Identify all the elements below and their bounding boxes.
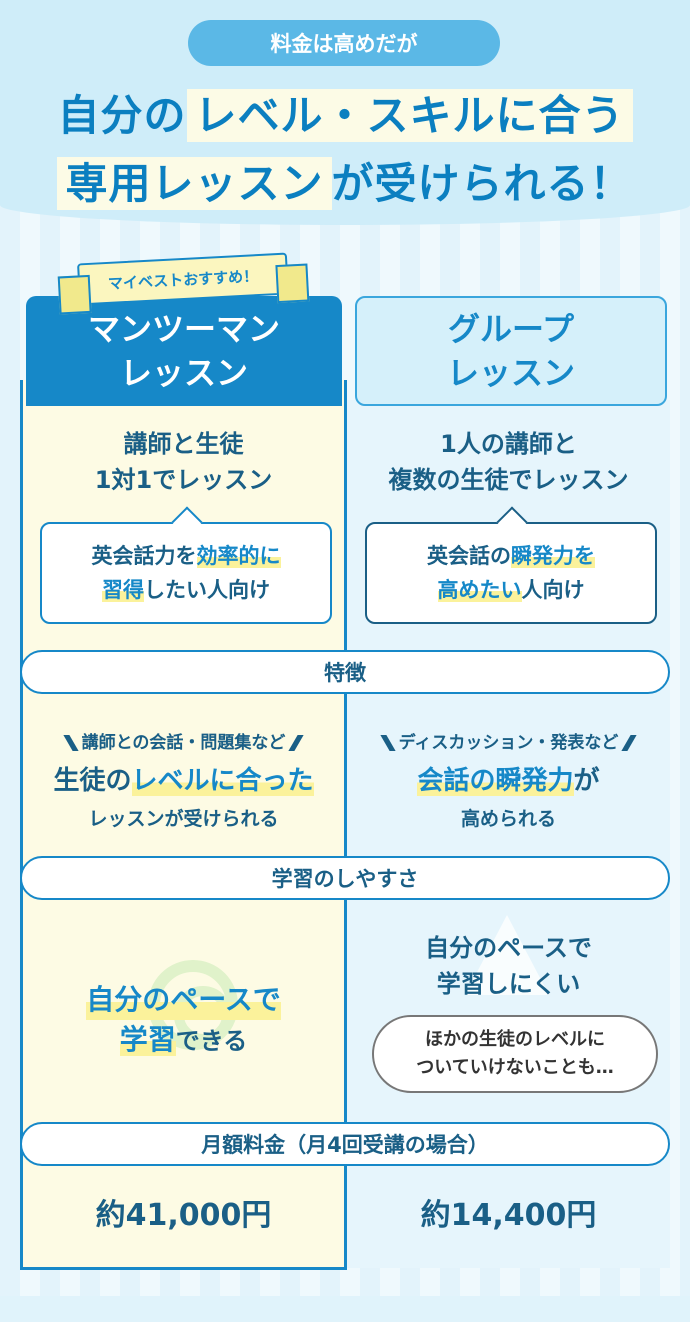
private-bubble-2b: したい人向け bbox=[144, 578, 270, 602]
private-target-bubble: 英会話力を効率的に 習得したい人向け bbox=[40, 522, 332, 624]
triangle-icon bbox=[465, 915, 549, 995]
column-header-group: グループ レッスン bbox=[355, 296, 667, 406]
headline-line1: 自分のレベル・スキルに合う bbox=[0, 82, 690, 143]
group-feature-sub: 高められる bbox=[460, 808, 556, 830]
private-bubble-1b: 効率的に bbox=[196, 544, 281, 568]
section-bar-ease: 学習のしやすさ bbox=[20, 856, 670, 900]
group-description: 1人の講師と 複数の生徒でレッスン bbox=[347, 426, 670, 498]
private-desc-1: 講師と生徒 bbox=[123, 430, 244, 458]
bottom-band bbox=[0, 1296, 690, 1322]
private-feature-big-b: レベルに合った bbox=[131, 766, 314, 796]
private-ease-line2b: できる bbox=[175, 1027, 248, 1055]
private-feature-main: 生徒のレベルに合った bbox=[20, 760, 347, 797]
section-bar-fee: 月額料金（月4回受講の場合） bbox=[20, 1122, 670, 1166]
group-title-2: レッスン bbox=[446, 354, 575, 392]
group-note-1: ほかの生徒のレベルに bbox=[425, 1029, 605, 1050]
group-desc-1: 1人の講師と bbox=[440, 430, 577, 458]
private-description: 講師と生徒 1対1でレッスン bbox=[20, 426, 347, 498]
private-desc-2: 1対1でレッスン bbox=[94, 466, 273, 494]
group-ease-line2: 学習しにくい bbox=[436, 970, 581, 998]
group-feature-big-a: 会話の瞬発力 bbox=[417, 766, 574, 796]
headline-line2-a: 専用レッスン bbox=[57, 157, 332, 210]
group-bubble-1a: 英会話の bbox=[427, 544, 511, 568]
private-title-1: マンツーマン bbox=[87, 310, 280, 348]
column-header-private: マンツーマン レッスン bbox=[26, 296, 342, 406]
group-note-2: ついていけないことも… bbox=[416, 1057, 614, 1078]
group-bubble-1b: 瞬発力を bbox=[511, 544, 595, 568]
group-ease-text: 自分のペースで 学習しにくい bbox=[347, 930, 670, 1002]
group-ease-line1: 自分のペースで bbox=[425, 934, 592, 962]
private-price: 約41,000円 bbox=[95, 1198, 272, 1233]
private-bubble-2a: 習得 bbox=[102, 578, 144, 602]
private-feature-small: 講師との会話・問題集など bbox=[81, 733, 286, 753]
private-feature-example: 講師との会話・問題集など bbox=[20, 728, 347, 753]
private-ease-line2a: 学習 bbox=[119, 1023, 176, 1056]
right-tick-icon bbox=[288, 735, 305, 751]
private-ease-line1: 自分のペースで bbox=[86, 980, 281, 1020]
group-bubble-2b: 人向け bbox=[521, 578, 585, 602]
private-feature-big-a: 生徒の bbox=[53, 766, 132, 796]
group-feature-big-b: が bbox=[573, 766, 600, 796]
header-pill: 料金は高めだが bbox=[188, 20, 500, 66]
group-bubble-2a: 高めたい bbox=[437, 578, 522, 602]
group-title-1: グループ bbox=[447, 310, 575, 348]
group-desc-2: 複数の生徒でレッスン bbox=[388, 466, 629, 494]
group-target-bubble: 英会話の瞬発力を 高めたい人向け bbox=[365, 522, 657, 624]
private-bubble-1a: 英会話力を bbox=[91, 544, 197, 568]
headline-line1-b: レベル・スキルに合う bbox=[186, 89, 633, 142]
group-feature-small: ディスカッション・発表など bbox=[398, 733, 619, 753]
group-feature-main: 会話の瞬発力が bbox=[347, 760, 670, 797]
private-title-2: レッスン bbox=[119, 354, 248, 392]
headline-line2: 専用レッスンが受けられる！ bbox=[0, 150, 690, 211]
group-price: 約14,400円 bbox=[420, 1198, 597, 1233]
right-tick-icon bbox=[621, 735, 638, 751]
headline-line1-a: 自分の bbox=[57, 91, 187, 140]
left-tick-icon bbox=[379, 735, 396, 751]
private-feature-sub: レッスンが受けられる bbox=[88, 808, 279, 830]
group-note-bubble: ほかの生徒のレベルに ついていけないことも… bbox=[372, 1015, 658, 1093]
left-tick-icon bbox=[62, 735, 79, 751]
headline-line2-b: が受けられる！ bbox=[331, 159, 633, 208]
group-feature-example: ディスカッション・発表など bbox=[347, 728, 670, 753]
section-bar-features: 特徴 bbox=[20, 650, 670, 694]
private-ease-text: 自分のペースで 学習できる bbox=[20, 980, 347, 1061]
